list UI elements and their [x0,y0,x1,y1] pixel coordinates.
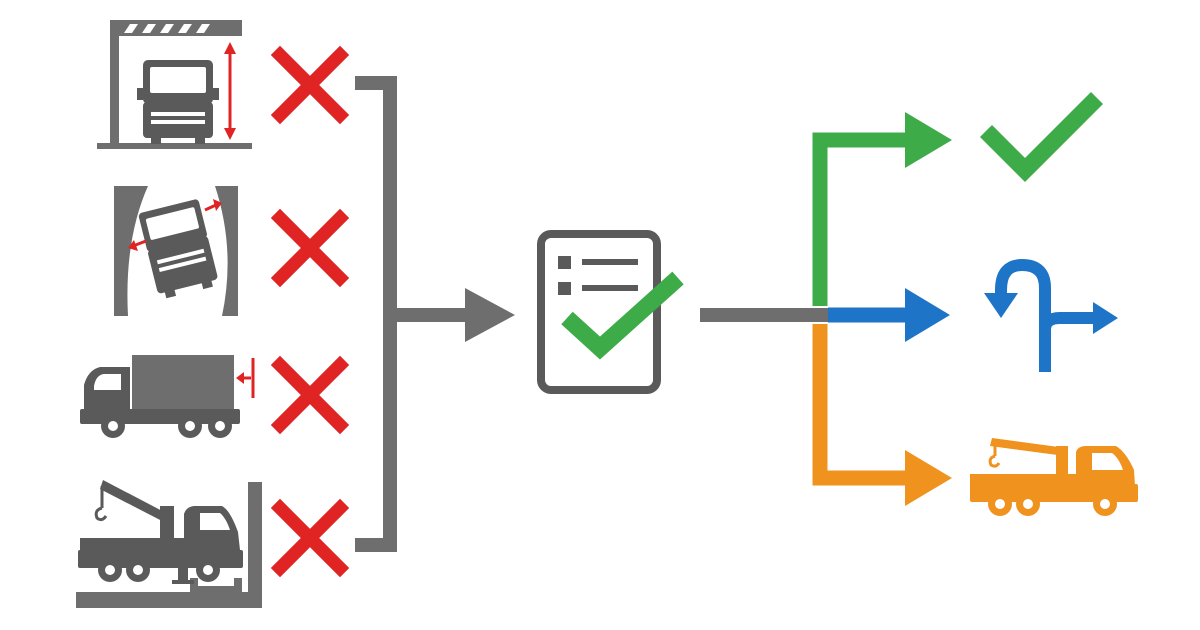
arrow-to-checklist [465,288,515,342]
branch-approved [812,112,952,306]
crane-truck-outrigger-icon [76,480,262,608]
cross-icon [270,498,350,578]
branch-alternate-vehicle [812,324,952,506]
u-turn-reroute-icon [995,258,1100,372]
checklist-clipboard-icon [537,230,661,394]
right-turn-arrowhead [1093,302,1118,334]
merge-bracket [355,76,470,552]
truck-under-height-barrier-icon [97,20,252,149]
orange-crane-truck-icon [970,438,1138,516]
long-box-truck-icon [80,355,255,438]
cross-icon [270,45,350,125]
check-icon [979,91,1104,183]
truck-turning-tight-curve-icon [114,186,238,316]
u-turn-arrowhead [984,293,1018,318]
check-icon [561,271,684,360]
cross-icon [270,208,350,288]
branch-reroute [828,288,950,342]
cross-icon [270,355,350,435]
